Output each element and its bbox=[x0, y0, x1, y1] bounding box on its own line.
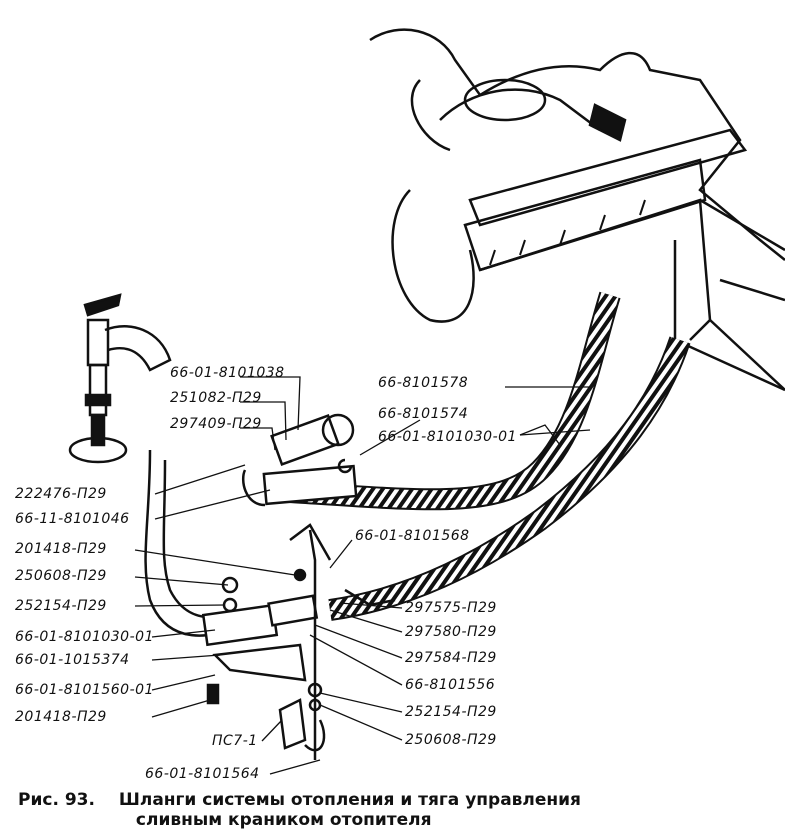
caption-line-1: Шланги системы отопления и тяга управлен… bbox=[118, 790, 581, 810]
label-297580-p29: 297580-П29 bbox=[405, 624, 497, 640]
figure-caption: Рис. 93. Шланги системы отопления и тяга… bbox=[18, 790, 581, 830]
label-66-01-1015374: 66-01-1015374 bbox=[15, 652, 130, 668]
label-66-8101578: 66-8101578 bbox=[378, 375, 468, 391]
part-labels: 66-01-8101038 251082-П29 297409-П29 66-8… bbox=[15, 365, 517, 782]
label-297409-p29: 297409-П29 bbox=[170, 416, 262, 432]
label-201418-p29-b: 201418-П29 bbox=[15, 709, 107, 725]
label-201418-p29: 201418-П29 bbox=[15, 541, 107, 557]
figure-prefix: Рис. bbox=[18, 790, 59, 810]
label-66-01-8101030-01-b: 66-01-8101030-01 bbox=[15, 629, 154, 645]
corrugated-hose-66-8101578 bbox=[289, 291, 621, 511]
label-252154-p29: 252154-П29 bbox=[15, 598, 107, 614]
label-66-11-8101046: 66-11-8101046 bbox=[15, 511, 130, 527]
label-250608-p29-b: 250608-П29 bbox=[405, 732, 497, 748]
label-66-01-8101564: 66-01-8101564 bbox=[145, 766, 260, 782]
tap-assembly-detail bbox=[68, 293, 172, 464]
hose-fittings bbox=[144, 413, 358, 647]
label-66-01-8101038: 66-01-8101038 bbox=[170, 365, 285, 381]
label-ps7-1: ПС7-1 bbox=[212, 733, 258, 749]
label-251082-p29: 251082-П29 bbox=[170, 390, 262, 406]
label-222476-p29: 222476-П29 bbox=[15, 486, 107, 502]
label-297575-p29: 297575-П29 bbox=[405, 600, 497, 616]
label-297584-p29: 297584-П29 bbox=[405, 650, 497, 666]
leader-lines bbox=[134, 376, 591, 775]
label-250608-p29: 250608-П29 bbox=[15, 568, 107, 584]
label-66-8101556: 66-8101556 bbox=[405, 677, 495, 693]
label-252154-p29-b: 252154-П29 bbox=[405, 704, 497, 720]
label-66-01-8101560-01: 66-01-8101560-01 bbox=[15, 682, 154, 698]
figure-number: 93. bbox=[64, 790, 95, 810]
caption-line-2: сливным краником отопителя bbox=[135, 810, 432, 830]
label-66-01-8101568: 66-01-8101568 bbox=[355, 528, 470, 544]
label-66-8101574: 66-8101574 bbox=[378, 406, 468, 422]
heater-unit bbox=[369, 28, 785, 392]
label-66-01-8101030-01: 66-01-8101030-01 bbox=[378, 429, 517, 445]
corrugated-hose-66-8101574 bbox=[328, 336, 691, 621]
